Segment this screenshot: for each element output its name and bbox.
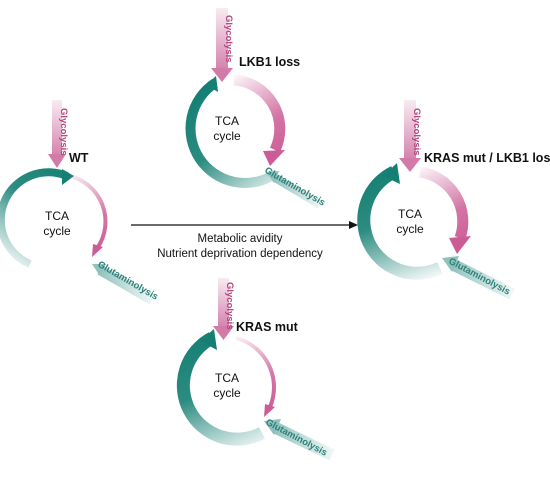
glutaminolysis-arrow-both xyxy=(451,259,515,300)
tca-label-kras: TCA xyxy=(215,371,239,385)
glutaminolysis-arrow-lkb1 xyxy=(272,174,323,209)
glutaminolysis-label-both: Glutaminolysis xyxy=(447,256,512,298)
cycle-label-both: KRAS mut / LKB1 loss xyxy=(424,151,550,165)
glycolysis-arrow-lkb1 xyxy=(216,8,228,70)
cycle-kras: Glycolysis Glutaminolysis KRAS mut TCA c… xyxy=(176,278,335,461)
pink-arc-wt xyxy=(69,174,108,249)
tca-cycle-label-both: cycle xyxy=(396,222,424,236)
glycolysis-label-lkb1: Glycolysis xyxy=(223,15,234,63)
tca-cycle-label-wt: cycle xyxy=(43,224,71,238)
glutaminolysis-label-wt: Glutaminolysis xyxy=(96,259,160,303)
tca-cycle-label-kras: cycle xyxy=(213,386,241,400)
glycolysis-label-both: Glycolysis xyxy=(411,108,422,156)
cycle-lkb1: Glycolysis Glutaminolysis LKB1 loss TCA … xyxy=(185,8,327,209)
teal-arc-lkb1 xyxy=(185,78,278,188)
cycle-kras-lkb1: Glycolysis Glutaminolysis KRAS mut / LKB… xyxy=(357,100,550,300)
tca-cycle-label-lkb1: cycle xyxy=(213,129,241,143)
pink-arc-lkb1 xyxy=(233,74,286,153)
glutaminolysis-arrow-kras xyxy=(273,422,335,461)
teal-arc-kras xyxy=(176,332,266,446)
cycle-label-lkb1: LKB1 loss xyxy=(239,55,300,69)
teal-arc-wt xyxy=(0,168,69,268)
pink-arc-both xyxy=(418,166,469,240)
tca-label-wt: TCA xyxy=(45,209,69,223)
glutaminolysis-label-kras: Glutaminolysis xyxy=(264,417,329,459)
glycolysis-arrow-kras xyxy=(218,278,229,328)
cycle-wt: Glycolysis Glutaminolysis WT TCA cycle xyxy=(0,100,160,305)
glutaminolysis-arrow-wt xyxy=(97,265,155,305)
tca-label-both: TCA xyxy=(398,207,422,221)
glycolysis-arrow-both xyxy=(404,100,416,160)
cycle-label-kras: KRAS mut xyxy=(236,320,299,334)
glycolysis-label-wt: Glycolysis xyxy=(58,108,69,156)
cycle-label-wt: WT xyxy=(69,151,89,165)
center-label-line2: Nutrient deprivation dependency xyxy=(157,248,323,260)
transition-arrow xyxy=(131,221,358,229)
glycolysis-arrow-wt xyxy=(52,100,62,156)
pink-arc-kras xyxy=(235,336,276,408)
center-label-line1: Metabolic avidity xyxy=(197,233,282,245)
tca-label-lkb1: TCA xyxy=(215,114,239,128)
glutaminolysis-label-lkb1: Glutaminolysis xyxy=(263,165,327,209)
teal-arc-both xyxy=(357,166,443,280)
glycolysis-label-kras: Glycolysis xyxy=(224,282,235,330)
